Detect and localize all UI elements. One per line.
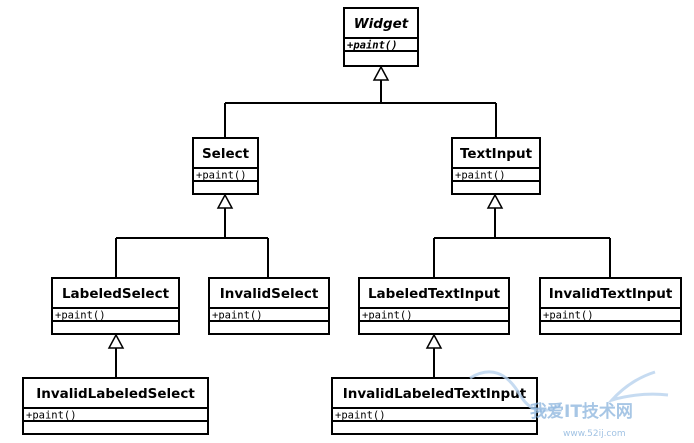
class-box	[208, 277, 330, 335]
class-operation: +paint()	[26, 410, 77, 422]
inheritance-widget	[224, 65, 497, 138]
generalization-arrow	[107, 333, 125, 349]
class-operation: +paint()	[335, 410, 386, 422]
class-text-input: TextInput +paint()	[451, 137, 541, 195]
inheritance-select	[115, 193, 269, 278]
class-operation: +paint()	[55, 310, 106, 322]
class-operation: +paint()	[196, 170, 247, 182]
class-labeled-text-input: LabeledTextInput +paint()	[358, 277, 510, 335]
class-name: InvalidSelect	[220, 286, 319, 302]
class-invalid-labeled-text-input: InvalidLabeledTextInput +paint()	[331, 377, 538, 435]
class-box	[331, 377, 538, 435]
generalization-arrow	[425, 333, 443, 349]
class-operation: +paint()	[543, 310, 594, 322]
class-labeled-select: LabeledSelect +paint()	[51, 277, 180, 335]
class-operation: +paint()	[362, 310, 413, 322]
generalization-arrow	[216, 193, 234, 209]
class-name: TextInput	[460, 146, 533, 162]
class-box	[192, 137, 259, 195]
inheritance-labeled-text-input	[425, 333, 443, 378]
class-select: Select +paint()	[192, 137, 259, 195]
class-box	[22, 377, 209, 435]
class-name: InvalidTextInput	[549, 286, 673, 302]
watermark-logo: 我爱IT技术网 www.52ij.com	[469, 370, 669, 439]
class-operation: +paint()	[347, 40, 398, 52]
inheritance-labeled-select	[107, 333, 125, 378]
class-operation: +paint()	[455, 170, 506, 182]
class-box	[51, 277, 180, 335]
class-name: InvalidLabeledTextInput	[343, 386, 527, 402]
watermark-url: www.52ij.com	[563, 429, 626, 439]
class-name: LabeledSelect	[62, 286, 170, 302]
class-box	[539, 277, 682, 335]
class-invalid-text-input: InvalidTextInput +paint()	[539, 277, 682, 335]
generalization-arrow	[486, 193, 504, 209]
class-invalid-select: InvalidSelect +paint()	[208, 277, 330, 335]
generalization-arrow	[372, 65, 390, 81]
class-invalid-labeled-select: InvalidLabeledSelect +paint()	[22, 377, 209, 435]
watermark-text: 我爱IT技术网	[530, 401, 633, 422]
inheritance-edges	[107, 65, 611, 378]
class-name: Select	[202, 146, 250, 162]
class-operation: +paint()	[212, 310, 263, 322]
class-widget: Widget +paint()	[343, 7, 419, 67]
class-boxes: Widget +paint() Select +paint() TextInput +pa…	[22, 7, 682, 435]
class-name: LabeledTextInput	[368, 286, 501, 302]
class-box	[451, 137, 541, 195]
class-name: Widget	[354, 16, 409, 32]
class-box	[358, 277, 510, 335]
class-name: InvalidLabeledSelect	[36, 386, 195, 402]
inheritance-text-input	[433, 193, 611, 278]
